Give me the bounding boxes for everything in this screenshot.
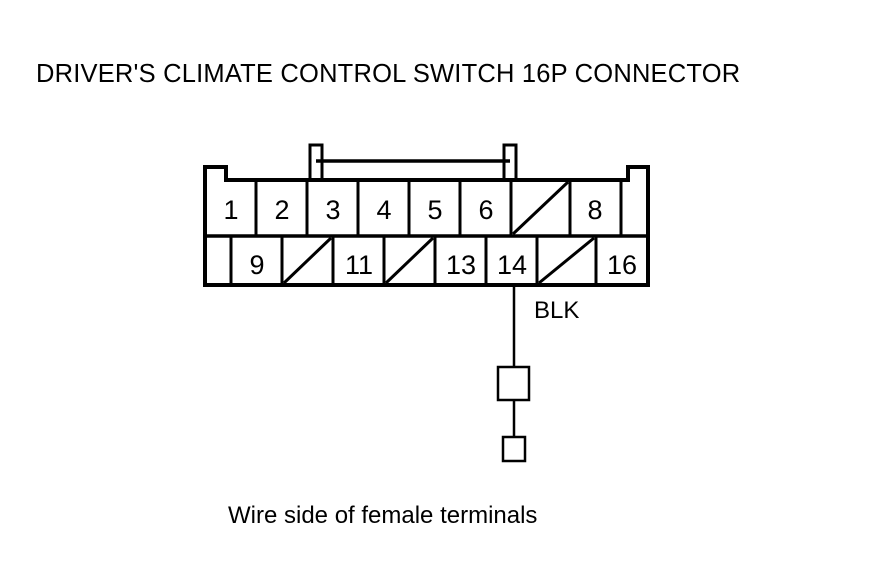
pin-label-5: 5 xyxy=(427,195,442,225)
pin-label-6: 6 xyxy=(478,195,493,225)
blank-cell-slash-7 xyxy=(511,180,570,236)
blank-cell-slash-10 xyxy=(282,236,333,285)
top-row-cells: 1 2 3 4 5 6 8 xyxy=(223,180,623,236)
terminal-box-upper xyxy=(496,365,531,402)
connector-body-outline xyxy=(203,165,650,287)
pin-label-14: 14 xyxy=(497,250,527,280)
blank-cell-slash-15 xyxy=(538,236,595,285)
pin-label-13: 13 xyxy=(446,250,476,280)
pin-label-1: 1 xyxy=(223,195,238,225)
pin-label-4: 4 xyxy=(376,195,391,225)
terminal-box-lower xyxy=(501,435,527,463)
wire-color-label: BLK xyxy=(534,297,580,324)
pin-label-16: 16 xyxy=(607,250,637,280)
page-title: DRIVER'S CLIMATE CONTROL SWITCH 16P CONN… xyxy=(36,60,741,88)
diagram-caption: Wire side of female terminals xyxy=(228,502,538,529)
pin-label-9: 9 xyxy=(249,250,264,280)
pin-label-2: 2 xyxy=(274,195,289,225)
terminal-symbols xyxy=(496,365,531,463)
bottom-row-cells: 9 11 13 14 16 xyxy=(229,236,637,285)
pin-label-8: 8 xyxy=(587,195,602,225)
connector-latch xyxy=(308,143,518,182)
pin-label-3: 3 xyxy=(325,195,340,225)
pin-label-11: 11 xyxy=(345,250,373,280)
blank-cell-slash-12 xyxy=(384,236,435,285)
